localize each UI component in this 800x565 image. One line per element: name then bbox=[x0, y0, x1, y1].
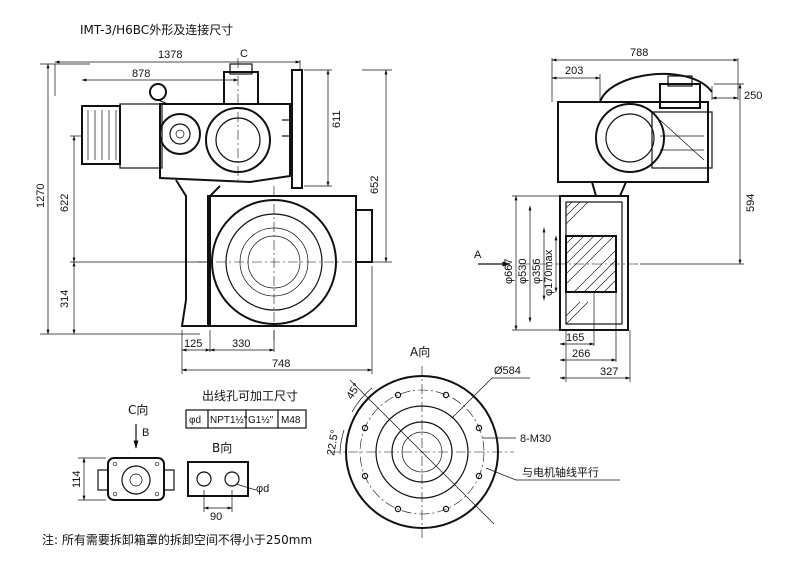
dim-594: 594 bbox=[745, 194, 757, 212]
dim-165: 165 bbox=[566, 332, 584, 344]
dim-phi-d: φd bbox=[256, 483, 269, 495]
actuator-housing bbox=[159, 103, 291, 184]
lifting-eye bbox=[149, 83, 167, 101]
view-a-arrow-label: A bbox=[474, 249, 482, 261]
view-c-label: C bbox=[240, 48, 248, 60]
dim-652: 652 bbox=[369, 176, 381, 194]
b-view: B向 90 φd bbox=[187, 440, 269, 523]
dim-90: 90 bbox=[210, 511, 222, 523]
dim-327: 327 bbox=[600, 366, 618, 378]
dim-330: 330 bbox=[232, 338, 250, 350]
dim-dia-667: φ667 bbox=[503, 259, 515, 285]
bolt-hole bbox=[394, 391, 402, 399]
bolt-hole bbox=[361, 472, 369, 480]
dim-dia-356: φ356 bbox=[531, 259, 543, 285]
dim-748: 748 bbox=[272, 358, 290, 370]
dim-622: 622 bbox=[59, 194, 71, 212]
control-cover bbox=[159, 113, 201, 155]
dim-1378: 1378 bbox=[158, 49, 182, 61]
side-actuator-body bbox=[557, 101, 709, 183]
bolt-hole bbox=[475, 424, 483, 432]
dim-314: 314 bbox=[59, 290, 71, 308]
dim-dia-530: φ530 bbox=[517, 259, 529, 285]
angle-45: 45° bbox=[344, 381, 363, 401]
bolt-hole bbox=[442, 391, 450, 399]
view-b-arrow-label: B bbox=[142, 427, 149, 439]
bottom-note: 注: 所有需要拆卸箱罩的拆卸空间不得小于250mm bbox=[42, 532, 312, 547]
conduit-cell-2: G1½" bbox=[248, 415, 274, 426]
parallel-note: 与电机轴线平行 bbox=[522, 465, 599, 479]
view-a-label: A向 bbox=[410, 344, 430, 359]
dim-788: 788 bbox=[630, 47, 648, 59]
conduit-cell-1: NPT1½" bbox=[210, 415, 248, 426]
b-view-box bbox=[187, 461, 249, 497]
dim-611: 611 bbox=[331, 110, 343, 128]
bolt-hole bbox=[394, 505, 402, 513]
view-c-view-label: C向 bbox=[128, 402, 148, 417]
dim-266: 266 bbox=[572, 348, 590, 360]
view-b-view-label: B向 bbox=[212, 440, 232, 455]
a-view: A向 45° 22.5° Ø584 8-M30 与电机轴线平行 bbox=[325, 344, 620, 540]
c-view: C向 B 114 bbox=[71, 402, 175, 501]
drawing-title: IMT-3/H6BC外形及连接尺寸 bbox=[80, 22, 233, 37]
dim-1270: 1270 bbox=[35, 184, 47, 208]
dim-203: 203 bbox=[565, 65, 583, 77]
dim-dia-584: Ø584 bbox=[494, 365, 521, 377]
bolt-hole bbox=[475, 472, 483, 480]
angle-22-5: 22.5° bbox=[325, 429, 341, 457]
dim-878: 878 bbox=[132, 68, 150, 80]
terminal-box bbox=[223, 71, 259, 105]
dim-114: 114 bbox=[71, 470, 83, 488]
handwheel bbox=[291, 69, 303, 189]
conduit-table: 出线孔可加工尺寸 φd NPT1½" G1½" M48 bbox=[185, 389, 307, 429]
side-view: A φ667 φ530 φ356 φ170max 788 203 250 594 bbox=[474, 47, 762, 382]
conduit-cell-3: M48 bbox=[281, 415, 301, 426]
bolt-hole bbox=[442, 505, 450, 513]
dim-250: 250 bbox=[744, 90, 762, 102]
bolt-spec: 8-M30 bbox=[520, 433, 551, 445]
dim-125: 125 bbox=[184, 338, 202, 350]
bolt-hole bbox=[361, 424, 369, 432]
conduit-cell-0: φd bbox=[189, 415, 201, 426]
front-view: 1378 C 878 611 652 1270 622 314 bbox=[35, 48, 392, 374]
dim-dia-170max: φ170max bbox=[543, 249, 555, 296]
conduit-table-caption: 出线孔可加工尺寸 bbox=[202, 389, 298, 403]
